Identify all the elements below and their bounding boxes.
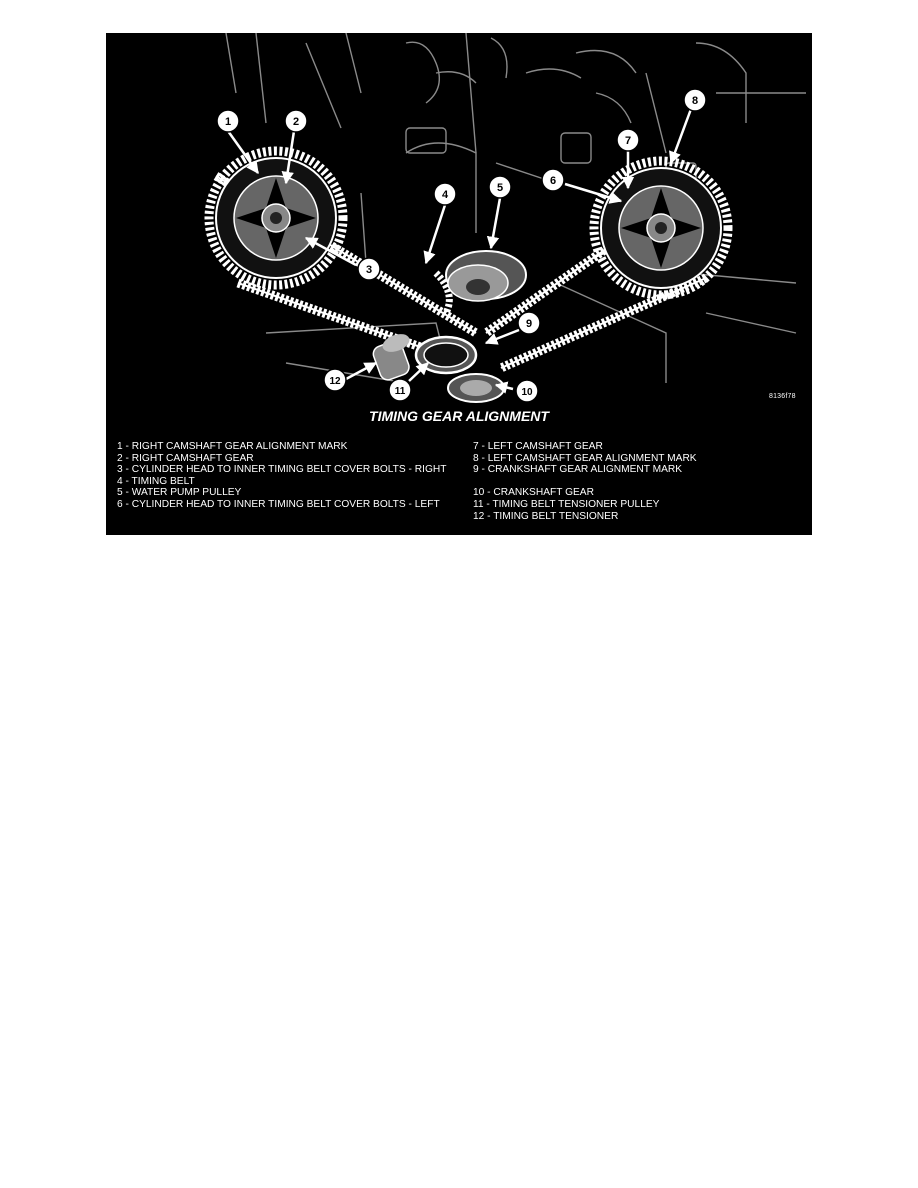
- legend-item: 7 - LEFT CAMSHAFT GEAR: [473, 441, 603, 452]
- legend-item: 5 - WATER PUMP PULLEY: [117, 487, 242, 499]
- left-camshaft-gear: [589, 156, 733, 300]
- svg-text:2: 2: [293, 116, 299, 128]
- callout-1: 1: [216, 109, 240, 133]
- figure-title: TIMING GEAR ALIGNMENT: [369, 408, 549, 424]
- legend-right-column: 7 - LEFT CAMSHAFT GEAR 8 - LEFT CAMSHAFT…: [473, 441, 803, 522]
- legend-item: 9 - CRANKSHAFT GEAR ALIGNMENT MARK: [473, 464, 683, 476]
- callout-4: 4: [433, 182, 457, 206]
- timing-gear-figure: 1 2 3 4 5 6 7 8 9 10 11 12 8136f78 TIMIN…: [106, 33, 812, 535]
- figure-code: 8136f78: [769, 393, 796, 400]
- timing-belt: [213, 172, 708, 373]
- callout-5: 5: [488, 175, 512, 199]
- legend-item: 12 - TIMING BELT TENSIONER: [473, 510, 619, 522]
- callout-leaders: [226, 108, 693, 394]
- svg-text:8: 8: [692, 95, 698, 107]
- legend-item: 3 - CYLINDER HEAD TO INNER TIMING BELT C…: [117, 464, 447, 476]
- callout-9: 9: [517, 311, 541, 335]
- callout-10: 10: [515, 379, 539, 403]
- legend-item: 10 - CRANKSHAFT GEAR: [473, 487, 594, 499]
- svg-text:10: 10: [521, 387, 533, 398]
- svg-text:11: 11: [395, 386, 406, 397]
- timing-belt-tensioner: [372, 334, 410, 381]
- svg-text:4: 4: [442, 189, 449, 201]
- callout-2: 2: [284, 109, 308, 133]
- svg-text:12: 12: [329, 376, 341, 387]
- callout-8: 8: [683, 88, 707, 112]
- svg-text:3: 3: [366, 264, 372, 276]
- legend-left-column: 1 - RIGHT CAMSHAFT GEAR ALIGNMENT MARK 2…: [117, 441, 457, 511]
- callout-3: 3: [357, 257, 381, 281]
- callout-11: 11: [388, 378, 412, 402]
- legend-item: 2 - RIGHT CAMSHAFT GEAR: [117, 452, 254, 464]
- legend-item: 6 - CYLINDER HEAD TO INNER TIMING BELT C…: [117, 498, 440, 510]
- callout-6: 6: [541, 168, 565, 192]
- callout-12: 12: [323, 368, 347, 392]
- crankshaft-gear: [447, 373, 505, 403]
- svg-text:5: 5: [497, 182, 503, 194]
- svg-text:1: 1: [225, 116, 231, 128]
- water-pump-pulley: [445, 250, 527, 302]
- legend-item: 4 - TIMING BELT: [117, 475, 195, 487]
- legend-item: 8 - LEFT CAMSHAFT GEAR ALIGNMENT MARK: [473, 452, 697, 464]
- svg-text:9: 9: [526, 318, 532, 330]
- timing-belt-illustration: 1 2 3 4 5 6 7 8 9 10 11 12: [204, 33, 806, 403]
- right-camshaft-gear: [204, 146, 348, 290]
- svg-text:6: 6: [550, 175, 556, 187]
- legend-item: 11 - TIMING BELT TENSIONER PULLEY: [473, 498, 660, 510]
- callouts: 1 2 3 4 5 6 7 8 9 10 11 12: [216, 88, 707, 403]
- legend-spacer: [473, 476, 803, 488]
- svg-text:7: 7: [625, 135, 631, 147]
- callout-7: 7: [616, 128, 640, 152]
- legend: 1 - RIGHT CAMSHAFT GEAR ALIGNMENT MARK 2…: [106, 441, 812, 535]
- tensioner-pulley: [414, 335, 478, 375]
- legend-item: 1 - RIGHT CAMSHAFT GEAR ALIGNMENT MARK: [117, 441, 348, 452]
